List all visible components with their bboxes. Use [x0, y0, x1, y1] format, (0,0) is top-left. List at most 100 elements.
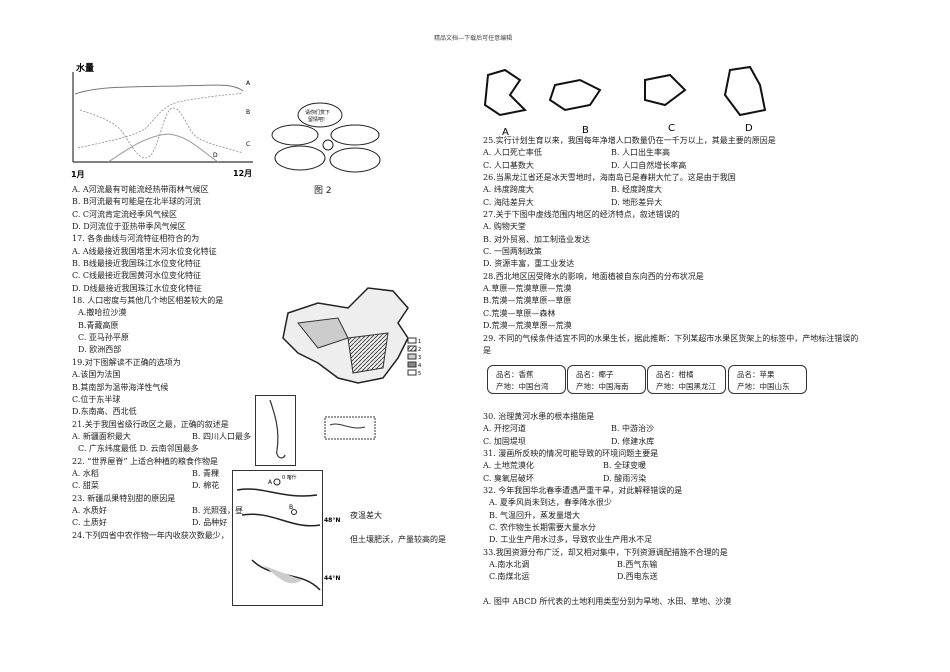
question-line: C. 亚马孙平原 — [78, 333, 129, 343]
answer-option: D. 地形差异大 — [611, 197, 663, 207]
question-line: C. 人口基数大 D. 人口自然增长率高 — [483, 160, 858, 172]
question-line: 33.我国资源分布广泛，却又相对集中，下列资源调配措施不合理的是 — [483, 547, 728, 557]
question-line: C.位于东半球 — [72, 394, 121, 404]
question-line: B. 气温回升，蒸发量增大 — [489, 510, 580, 520]
xinjiang-map: A 0 喀什 B 48°N 44°N — [232, 470, 340, 606]
svg-text:B: B — [246, 109, 250, 116]
curve-d — [107, 133, 219, 163]
question-line: 22. “世界屋脊” 上适合种植的粮食作物是 — [72, 456, 218, 466]
question-line: B.青藏高原 — [78, 320, 119, 330]
answer-option: A. 人口死亡率低 — [483, 148, 542, 158]
question-line: 26.当黑龙江省还是冰天雪地时，海南岛已是春耕大忙了。这是由于我国 — [483, 173, 736, 183]
x-end-label: 12月 — [233, 169, 252, 178]
question-line: C. C线最接近我国黄河水位变化特征 — [72, 271, 202, 281]
question-line: D. 欧洲西部 — [78, 345, 122, 355]
question-line — [483, 584, 731, 596]
question-line: A. 购物天堂 — [483, 222, 526, 232]
answer-option: C. 土质好 — [72, 518, 107, 528]
svg-text:3: 3 — [418, 355, 421, 361]
question-line: D. 工业生产用水过多，导致农业生产用水不足 — [489, 535, 653, 545]
question-line: D.东南高、西北低 — [72, 407, 137, 417]
answer-option: A. 纬度跨度大 — [483, 185, 534, 195]
answer-option: D. 棉花 — [192, 481, 220, 491]
question-line: C. 海陆差异大 D. 地形差异大 — [483, 197, 858, 209]
question-line: 30. 治理黄河水患的根本措施是 — [483, 412, 595, 421]
question-line: C. 加固堤坝 D. 修建水库 — [483, 436, 731, 448]
fruit-origin: 产地：中国山东 — [737, 382, 790, 391]
question-line: B.荒漠—荒漠草原—草原 — [483, 296, 572, 306]
answer-option: A. 水质好 — [72, 505, 107, 515]
question-line: C. C河流肯定流经季风气候区 — [72, 209, 178, 219]
svg-text:D: D — [745, 123, 753, 134]
answer-option: C. 甜菜 — [72, 481, 99, 491]
question-line: 28.西北地区因受降水的影响，地面植被自东向西的分布状况是 — [483, 271, 704, 281]
answer-option: D.西电东送 — [617, 572, 658, 582]
question-line: 19.对下图解读不正确的选项为 — [72, 357, 181, 367]
question-line: A. 图中 ABCD 所代表的土地利用类型分别为旱地、水田、草地、沙漠 — [483, 597, 732, 607]
question-line: 24.下列四省中农作物一年内收获次数最少， — [72, 530, 229, 540]
outline-maps-abcd: A B C D — [483, 65, 767, 138]
question-line: A.撒哈拉沙漠 — [78, 308, 127, 318]
question-line: A.草原—荒漠草原—荒漠 — [483, 284, 572, 294]
svg-text:1: 1 — [418, 339, 421, 345]
map-legend: 1 2 3 4 5 — [407, 337, 421, 377]
fruit-name: 品名：椰子 — [576, 370, 614, 379]
fruit-name: 品名：香蕉 — [496, 370, 534, 379]
curve-c — [79, 107, 244, 159]
question-line: A.该国为法国 — [72, 370, 121, 380]
question-line: C. 一国两制政策 — [483, 247, 542, 257]
question-line: D. 资源丰富，重工业发达 — [483, 259, 575, 269]
page-header: 精品文档---下载后可任意编辑 — [434, 35, 513, 42]
question-line: A. A线最接近我国塔里木河水位变化特征 — [72, 246, 217, 256]
question-line: B. 对外贸易、加工制造业发达 — [483, 234, 590, 244]
svg-text:B: B — [289, 504, 293, 511]
question-line: 27.关于下图中虚线范围内地区的经济特点，叙述错误的 — [483, 210, 680, 220]
answer-option: C.南煤北运 — [489, 572, 530, 582]
fruit-origin: 产地：中国海南 — [576, 382, 629, 391]
question-line: A. A河流最有可能流经热带雨林气候区 — [72, 185, 209, 194]
answer-option: C. 臭氧层破坏 — [483, 473, 534, 483]
answer-option: D. 人口自然增长率高 — [611, 160, 687, 170]
svg-text:44°N: 44°N — [324, 575, 340, 582]
question-line: C. 甜菜 D. 棉花 — [72, 480, 251, 492]
answer-option: B. 青稞 — [192, 468, 219, 478]
answer-option: C. 海陆差异大 — [483, 197, 534, 207]
fruit-name: 品名：苹果 — [737, 370, 775, 379]
fruit-label-card: 品名：柑橘产地：中国黑龙江 — [647, 365, 726, 394]
question-line: D.荒漠—荒漠草原—荒漠 — [483, 321, 572, 331]
question-line: 18. 人口密度与其他几个地区相差较大的是 — [72, 296, 224, 306]
answer-option: D. 修建水库 — [611, 436, 655, 446]
chart-ylabel: 水量 — [76, 62, 94, 74]
answer-option: B. 四川人口最多 — [192, 431, 251, 441]
coastline-map — [255, 395, 376, 466]
svg-text:A: A — [502, 127, 509, 138]
sheep-cartoon: 请你们赏下 留情吧! — [271, 102, 381, 173]
question-line: C. 广东纬度最低 D. 云南邻国最多 — [78, 444, 199, 454]
question-line: B. B河流最有可能是在北半球的河流 — [72, 197, 201, 207]
question-line: 25.实行计划生育以来，我国每年净增人口数量仍在一千万以上，其最主要的原因是 — [483, 136, 776, 145]
svg-text:B: B — [582, 125, 589, 136]
svg-text:C: C — [668, 123, 675, 134]
question-line: C.荒漠—草原—森林 — [483, 308, 556, 318]
answer-option: C. 加固堤坝 — [483, 436, 526, 446]
question-line: 23. 新疆瓜果特别甜的原因是 — [72, 493, 176, 503]
answer-option: B.西气东输 — [617, 560, 658, 570]
answer-option: A.南水北调 — [489, 560, 530, 570]
question-line: C.南煤北运 D.西电东送 — [483, 571, 731, 583]
river-discharge-chart: 水量 A B C D 1月 12月 — [71, 62, 253, 179]
answer-option: C. 人口基数大 — [483, 160, 534, 170]
question-line: 31. 漫画所反映的情况可能导致的环境问题主要是 — [483, 449, 659, 459]
svg-text:0 喀什: 0 喀什 — [282, 474, 297, 481]
fruit-label-card: 品名：椰子产地：中国海南 — [567, 365, 646, 394]
left-column-questions: A. A河流最有可能流经热带雨林气候区 B. B河流最有可能是在北半球的河流 C. … — [72, 184, 251, 542]
svg-text:请你们赏下: 请你们赏下 — [305, 109, 330, 116]
answer-option: A. 开挖河道 — [483, 424, 526, 434]
